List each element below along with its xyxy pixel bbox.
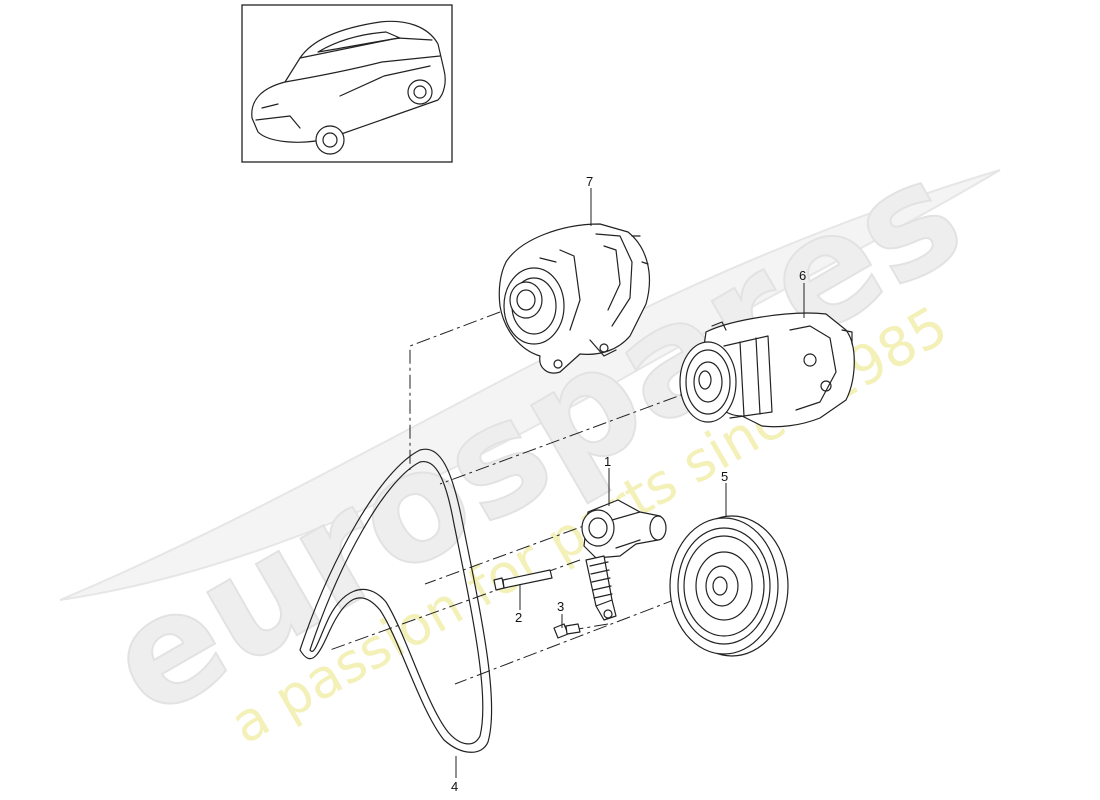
part-belt-tensioner[interactable] (581, 499, 667, 621)
watermark: eurospares a passion for parts since 198… (59, 125, 1001, 756)
vehicle-thumbnail (241, 4, 453, 163)
callouts: 7 6 1 5 2 3 4 (451, 174, 806, 794)
part-alternator[interactable] (498, 223, 651, 374)
part-bolt[interactable] (493, 569, 553, 591)
watermark-swoosh (59, 169, 1001, 601)
part-pulley[interactable] (669, 515, 789, 657)
callout-2[interactable]: 2 (515, 610, 522, 625)
callout-4[interactable]: 4 (451, 779, 458, 794)
part-ac-compressor[interactable] (679, 312, 855, 428)
callout-7[interactable]: 7 (586, 174, 593, 189)
callout-5[interactable]: 5 (721, 469, 728, 484)
watermark-brand: eurospares (81, 126, 989, 751)
callout-1[interactable]: 1 (604, 454, 611, 469)
car-icon (251, 20, 446, 155)
part-drive-belt[interactable] (299, 448, 493, 753)
leader-lines (455, 188, 805, 778)
part-screw[interactable] (553, 623, 581, 639)
callout-3[interactable]: 3 (557, 599, 564, 614)
callout-6[interactable]: 6 (799, 268, 806, 283)
